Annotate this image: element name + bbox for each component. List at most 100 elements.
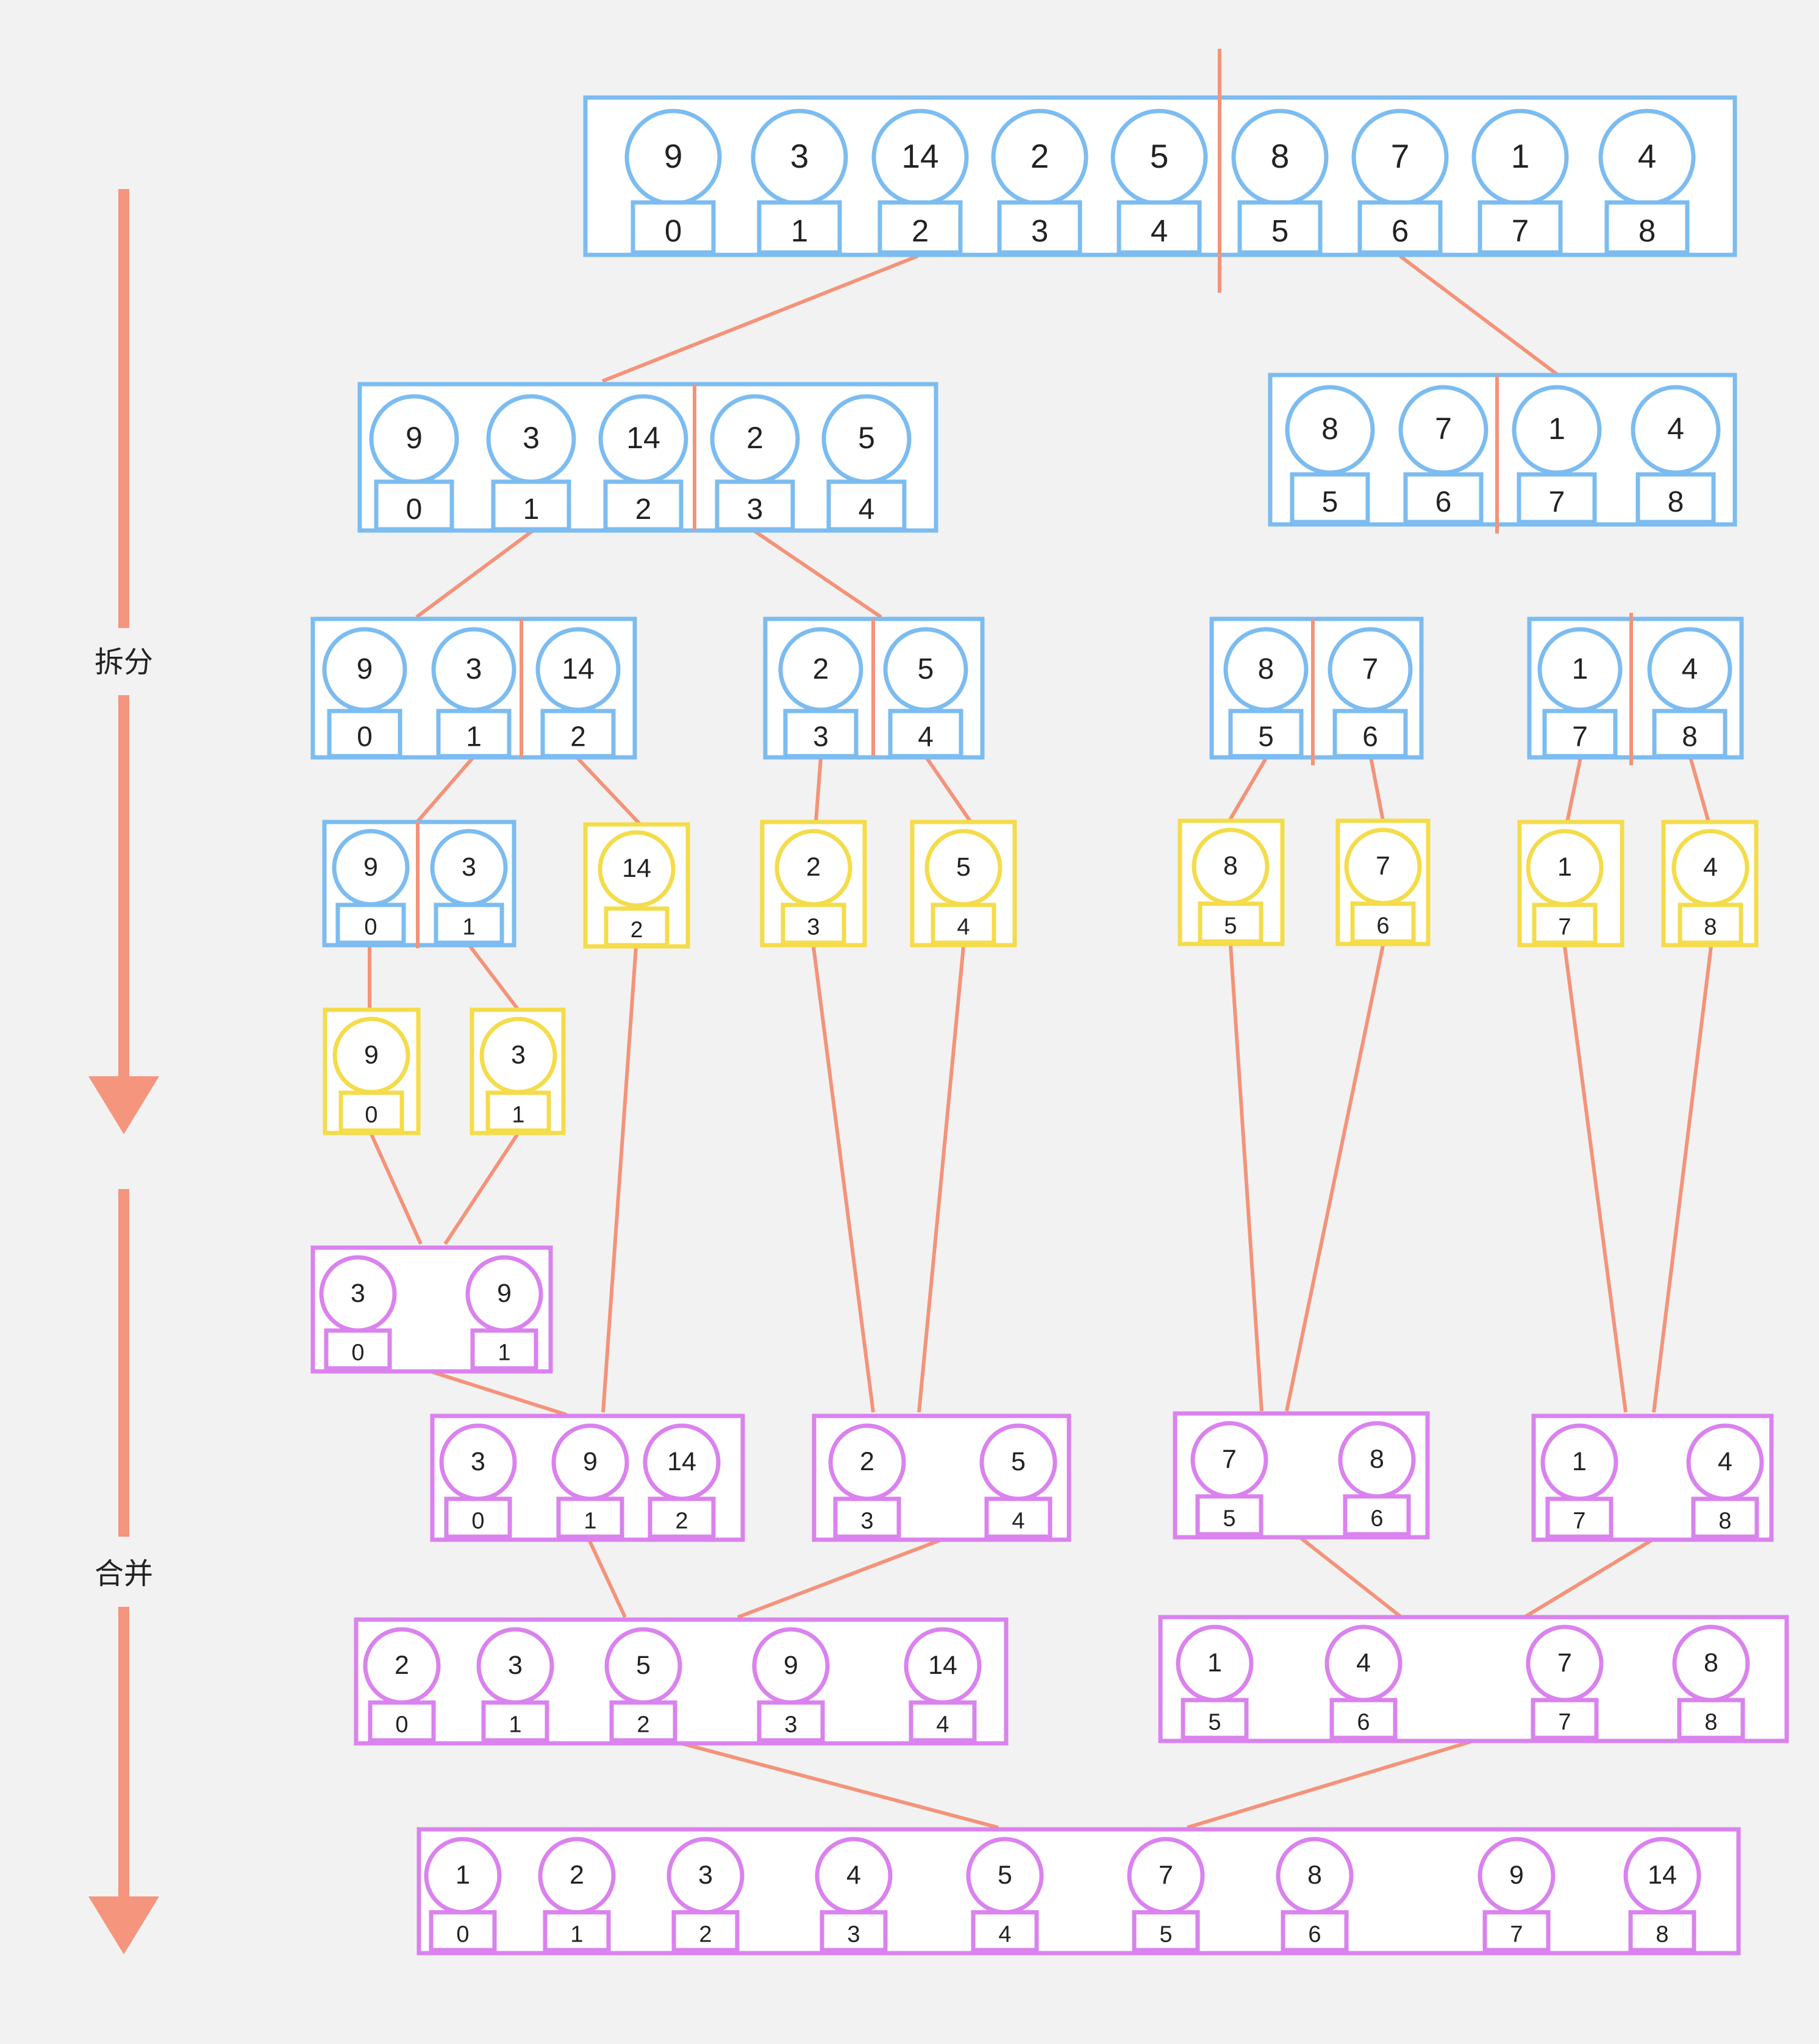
index-label: 6	[1376, 913, 1389, 938]
index-box	[1357, 200, 1443, 255]
index-label: 2	[570, 721, 586, 752]
value-label: 14	[622, 854, 651, 883]
value-label: 9	[357, 653, 373, 685]
array-cell: 54	[979, 1423, 1057, 1539]
value-label: 3	[471, 1447, 485, 1476]
value-label: 2	[570, 1860, 584, 1890]
connector-line	[1285, 945, 1385, 1412]
index-label: 2	[699, 1921, 712, 1947]
index-box	[374, 479, 454, 532]
value-label: 14	[626, 421, 660, 455]
array-cell: 76	[1398, 385, 1488, 524]
index-box	[783, 709, 859, 759]
array-cell: 93	[752, 1627, 830, 1743]
index-box	[1532, 902, 1598, 945]
connector-line	[1399, 254, 1559, 377]
index-box	[604, 906, 670, 948]
index-box	[1652, 709, 1728, 759]
array-cell: 54	[924, 829, 1002, 945]
value-label: 3	[511, 1040, 526, 1070]
index-label: 3	[1031, 213, 1048, 248]
index-label: 4	[1151, 213, 1168, 248]
array-cell: 23	[991, 109, 1088, 255]
connector-line	[601, 946, 638, 1413]
array-cell: 75	[1127, 1837, 1205, 1953]
array-cell: 31	[751, 109, 848, 255]
array-cell: 14 2	[598, 830, 676, 948]
value-label: 4	[1356, 1648, 1371, 1678]
value-label: 9	[784, 1651, 798, 1680]
value-label: 9	[364, 1040, 379, 1070]
array-cell: 76	[1344, 827, 1422, 944]
index-label: 4	[957, 914, 970, 940]
array-cell: 30	[319, 1255, 397, 1371]
index-label: 0	[364, 914, 377, 940]
connector-lines	[368, 254, 1713, 1829]
array-cell: 52	[604, 1627, 682, 1743]
array-cell: 17	[1526, 829, 1604, 945]
value-label: 1	[1548, 412, 1565, 446]
index-label: 2	[635, 493, 652, 526]
index-label: 0	[456, 1921, 469, 1947]
index-label: 1	[509, 1712, 521, 1737]
index-label: 8	[1668, 486, 1684, 518]
index-box	[1329, 1698, 1398, 1740]
connector-line	[468, 945, 520, 1011]
index-box	[540, 709, 616, 759]
index-label: 7	[1558, 1709, 1571, 1735]
value-label: 3	[466, 653, 482, 685]
value-label: 8	[1223, 851, 1238, 881]
index-label: 5	[1208, 1709, 1221, 1735]
array-cell: 90	[332, 829, 410, 945]
index-label: 7	[1510, 1921, 1523, 1947]
index-box	[1195, 1494, 1263, 1537]
value-label: 4	[1703, 852, 1718, 882]
connector-line	[575, 756, 642, 826]
index-box	[338, 1090, 404, 1133]
index-label: 6	[1357, 1709, 1370, 1735]
index-label: 4	[936, 1712, 949, 1737]
merge-phase-label: 合并	[95, 1558, 153, 1590]
value-label: 8	[1704, 1648, 1718, 1678]
index-box	[481, 1700, 549, 1743]
array-cell: 88	[1672, 1624, 1750, 1740]
value-label: 5	[858, 421, 875, 455]
index-box	[1531, 1698, 1599, 1740]
connector-line	[1565, 757, 1582, 823]
value-node	[598, 830, 676, 908]
leaf-2: 23	[760, 820, 867, 948]
index-label: 1	[498, 1340, 510, 1365]
index-box	[1677, 1698, 1745, 1740]
index-box	[1343, 1494, 1411, 1537]
index-box	[1228, 709, 1304, 759]
index-box	[434, 902, 504, 945]
array-cell: 85	[1192, 827, 1270, 944]
connector-line	[924, 756, 973, 823]
value-label: 4	[1667, 412, 1684, 446]
index-label: 3	[784, 1712, 797, 1737]
index-label: 8	[1682, 721, 1698, 752]
index-label: 1	[462, 914, 475, 940]
array-cell: 77	[1526, 1624, 1604, 1740]
index-label: 7	[1572, 721, 1588, 752]
value-label: 5	[1011, 1447, 1026, 1476]
value-label: 14	[928, 1651, 957, 1680]
index-box	[671, 1910, 740, 1953]
index-box	[820, 1910, 888, 1953]
value-label: 2	[746, 421, 763, 455]
connector-line	[812, 946, 875, 1413]
value-label: 1	[456, 1860, 470, 1890]
index-box	[1635, 472, 1716, 524]
index-label: 2	[631, 917, 643, 942]
index-box	[757, 1700, 825, 1743]
index-box	[931, 902, 996, 945]
index-box	[888, 709, 963, 759]
value-label: 2	[813, 653, 829, 685]
array-cell: 23	[710, 394, 800, 532]
index-box	[368, 1700, 436, 1743]
index-box	[1350, 901, 1416, 944]
array-cell: 31	[476, 1627, 554, 1743]
index-label: 6	[1435, 486, 1452, 518]
